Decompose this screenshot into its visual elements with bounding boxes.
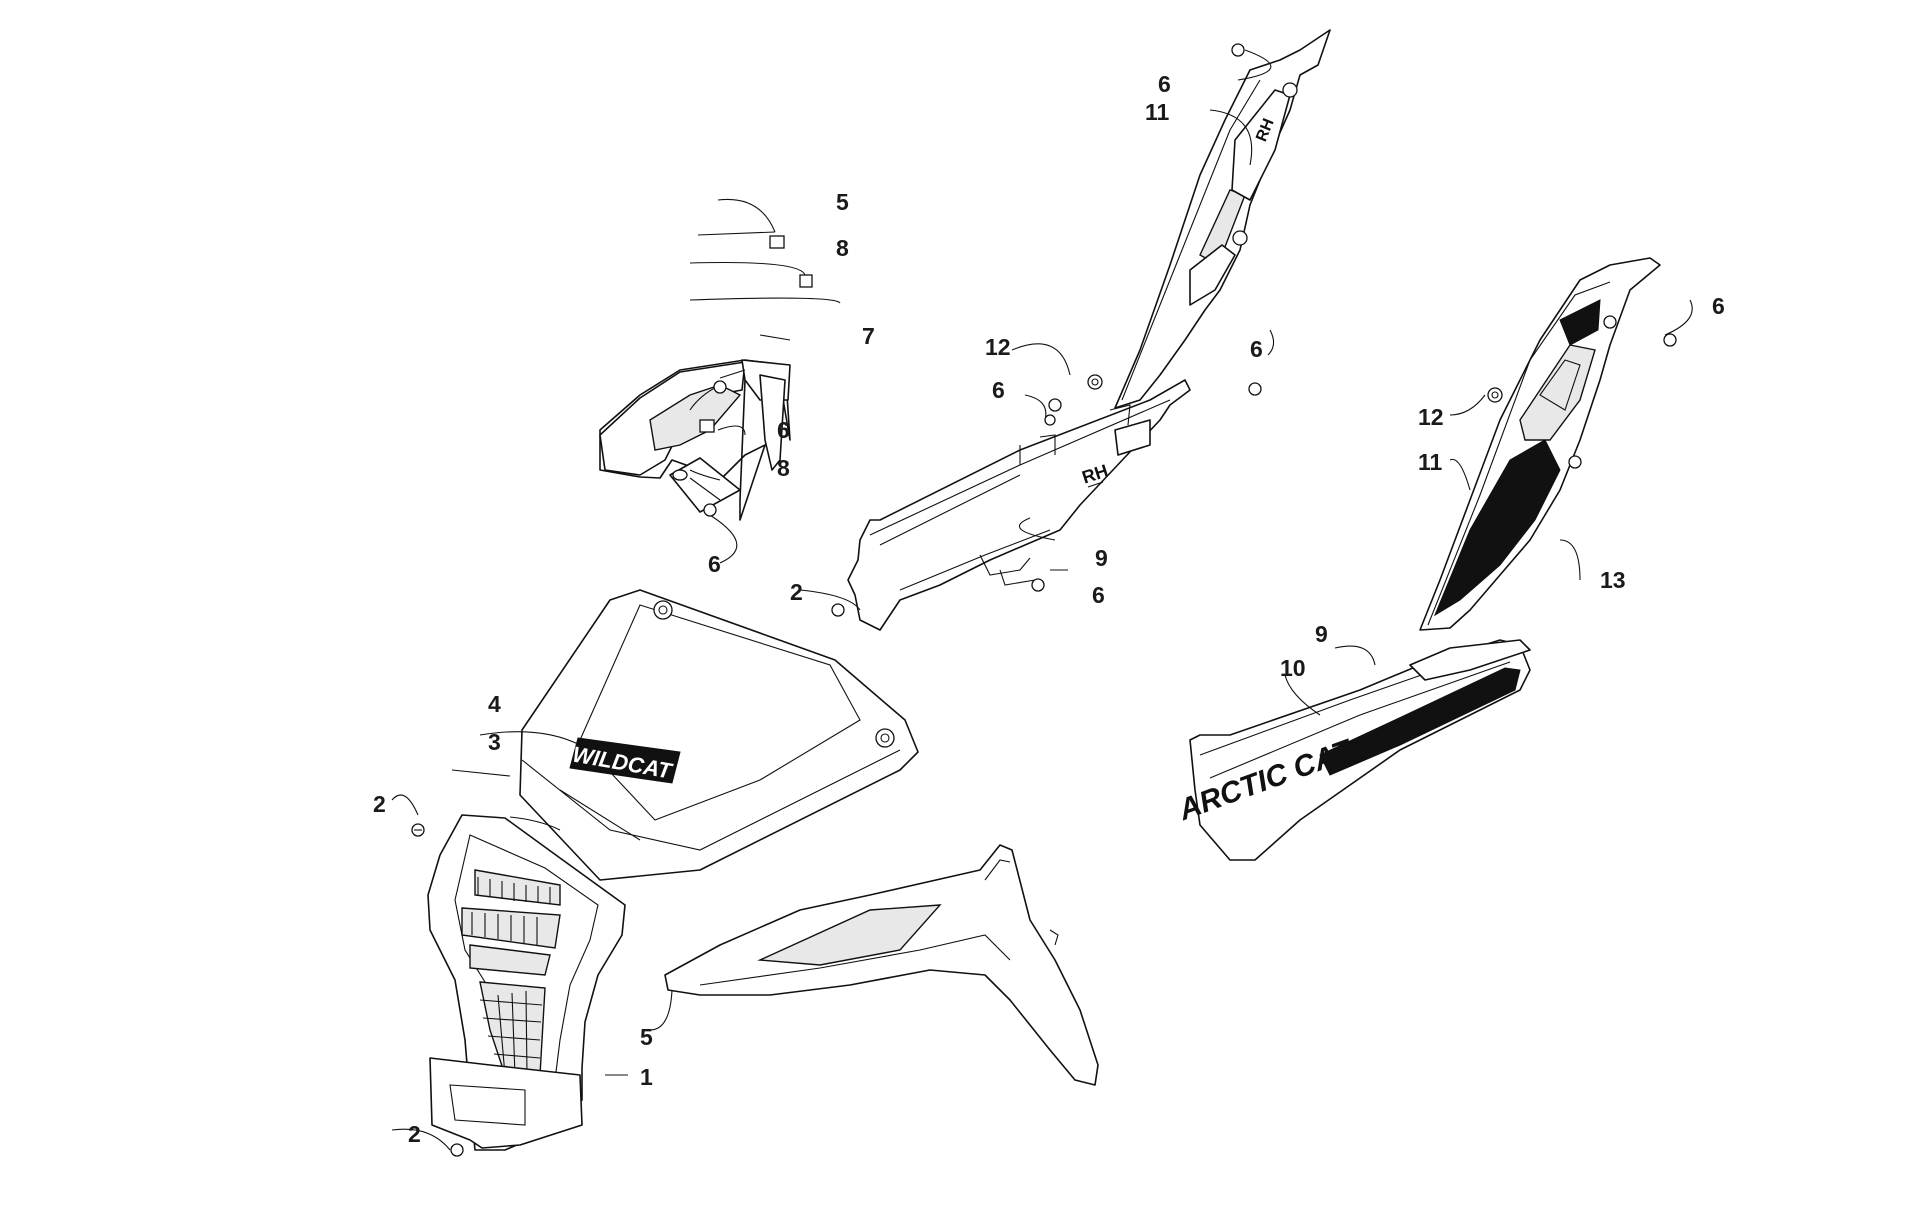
screw-icon xyxy=(1048,398,1062,412)
callout-5-upper: 5 xyxy=(836,189,849,215)
front-grille xyxy=(427,814,626,1151)
callout-6-right: 6 xyxy=(1712,293,1725,319)
callout-12-rh: 12 xyxy=(985,334,1011,360)
callout-4: 4 xyxy=(488,691,501,717)
clip-icon xyxy=(769,235,785,249)
callout-2-rh-panel: 2 xyxy=(790,579,803,605)
grille-mesh xyxy=(461,869,561,1076)
screw-icon xyxy=(450,1143,464,1157)
screw-icon xyxy=(1044,414,1056,426)
washer-icon xyxy=(1487,387,1503,403)
hood: WILDCAT xyxy=(519,589,919,881)
screw-icon xyxy=(1231,43,1245,57)
callout-6-rh-upright: 6 xyxy=(1250,336,1263,362)
lh-upright-panel xyxy=(1419,257,1661,631)
callout-11-lh: 11 xyxy=(1418,449,1443,475)
clip-icon xyxy=(799,274,813,288)
callout-10: 10 xyxy=(1280,655,1306,681)
lower-front-fender xyxy=(664,844,1099,1086)
screw-icon xyxy=(411,823,425,837)
callout-13: 13 xyxy=(1600,567,1626,593)
screw-icon xyxy=(1031,578,1045,592)
callout-12-lh: 12 xyxy=(1418,404,1444,430)
mounting-bracket xyxy=(669,419,741,513)
callout-6-rh-panel: 6 xyxy=(992,377,1005,403)
screw-icon xyxy=(1663,333,1677,347)
rh-upright-panel: RH xyxy=(1114,29,1331,409)
callout-1: 1 xyxy=(640,1064,653,1090)
screw-icon xyxy=(703,503,717,517)
callout-7: 7 xyxy=(862,323,875,349)
upper-fender xyxy=(599,359,791,521)
screw-icon xyxy=(1248,382,1262,396)
callout-6-top: 6 xyxy=(1158,71,1171,97)
callout-5-lower: 5 xyxy=(640,1024,653,1050)
callout-11-rh: 11 xyxy=(1145,99,1170,125)
callout-numbers: 1 2 2 2 3 4 5 5 6 6 6 6 6 6 6 7 8 8 9 9 … xyxy=(373,71,1725,1147)
fasteners xyxy=(411,43,1677,1157)
callout-3: 3 xyxy=(488,729,501,755)
callout-9-rh: 9 xyxy=(1095,545,1108,571)
callout-8-upper: 8 xyxy=(836,235,849,261)
callout-6-panel-bottom: 6 xyxy=(1092,582,1105,608)
callout-2-grille-bottom: 2 xyxy=(408,1121,421,1147)
callout-6-fender: 6 xyxy=(777,417,790,443)
screw-icon xyxy=(713,380,727,394)
callout-9-lh: 9 xyxy=(1315,621,1328,647)
lh-side-panel: ARCTIC CAT xyxy=(1174,639,1531,861)
callout-2-grille-top: 2 xyxy=(373,791,386,817)
washer-icon xyxy=(1087,374,1103,390)
screw-icon xyxy=(831,603,845,617)
callout-8-lower: 8 xyxy=(777,455,790,481)
callout-6-bracket: 6 xyxy=(708,551,721,577)
rh-side-panel: RH xyxy=(847,379,1191,631)
